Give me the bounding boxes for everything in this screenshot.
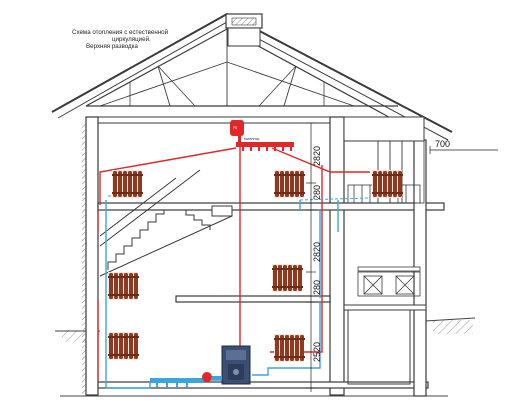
radiator-middle-center: [272, 264, 303, 292]
roof: [51, 12, 453, 141]
chimney: [225, 13, 263, 47]
building-structure: [82, 116, 445, 397]
tank-label: РБ: [233, 126, 237, 130]
staircase: [99, 169, 233, 277]
dim-middle-floor: 2820: [312, 242, 322, 262]
dim-roof-overhang: 700: [435, 139, 450, 149]
radiator-lower-left: [108, 332, 139, 360]
balcony-railing-lower: [357, 271, 421, 297]
dim-upper-slab: 280: [312, 185, 322, 200]
title-line-3: Верхняя разводка: [86, 43, 138, 50]
radiator-icon: [112, 170, 143, 198]
boiler-icon: [221, 345, 251, 385]
radiator-icon: [108, 332, 139, 360]
collector-lower: [150, 372, 222, 387]
radiator-icon: [274, 170, 305, 198]
dim-ground-floor: 2520: [312, 342, 322, 362]
dim-middle-slab: 280: [312, 280, 322, 295]
radiator-lower-center: [274, 334, 305, 362]
dim-upper-floor: 2820: [312, 146, 322, 166]
dimension-lines: [306, 122, 498, 392]
radiator-middle-left: [108, 272, 139, 300]
dimension-labels: 2820 280 2820 280 2520 700: [312, 139, 450, 362]
radiator-icon: [274, 334, 305, 362]
radiator-icon: [108, 272, 139, 300]
title-line-2: циркуляцией.: [112, 36, 151, 43]
radiator-icon: [272, 264, 303, 292]
radiator-upper-left: [112, 170, 143, 198]
collector-upper: Коллектор: [236, 137, 294, 151]
scheme-title: Схема отопления с естественной циркуляци…: [72, 29, 169, 50]
collector-label: Коллектор: [244, 137, 260, 141]
expansion-tank-icon: РБ: [230, 120, 244, 143]
radiator-upper-center: [274, 170, 305, 198]
radiator-upper-right: [372, 170, 403, 198]
radiator-icon: [372, 170, 403, 198]
title-line-1: Схема отопления с естественной: [72, 29, 169, 36]
